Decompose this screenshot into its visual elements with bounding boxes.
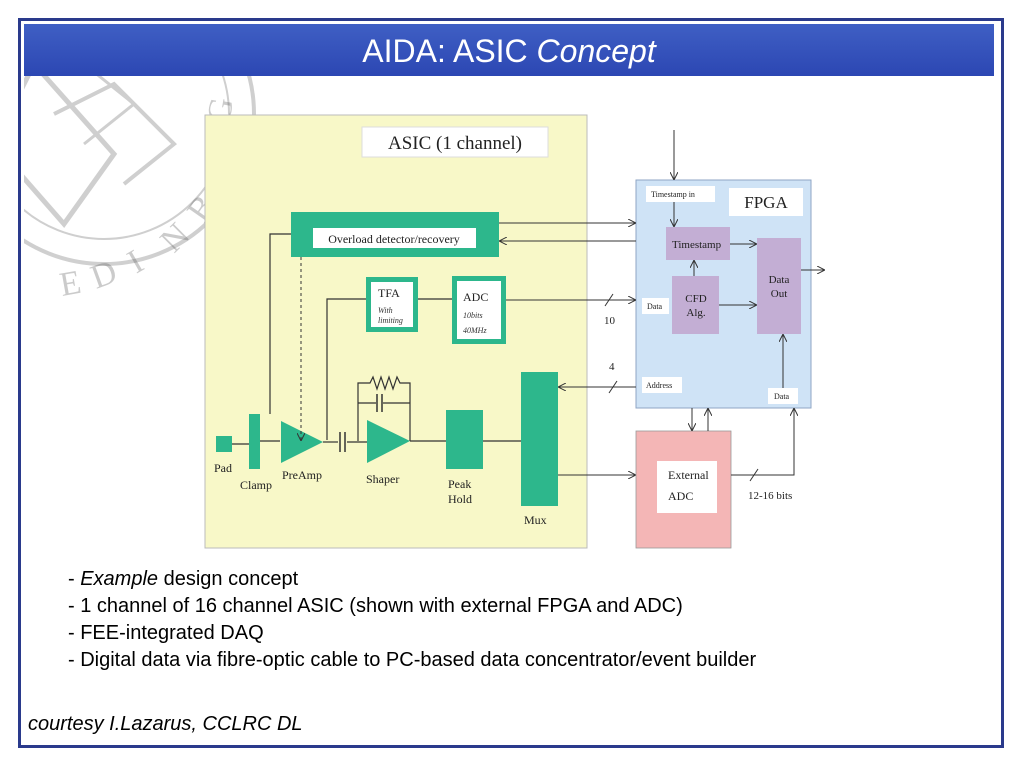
- shaper-label: Shaper: [366, 472, 399, 486]
- bullet-list: - Example design concept - 1 channel of …: [68, 566, 756, 674]
- fpga-label-box: [729, 188, 803, 216]
- mux-label: Mux: [524, 513, 547, 527]
- data-out-label-2: Out: [771, 288, 788, 300]
- fpga-data-bottom-box: [768, 388, 798, 404]
- tfa-label-box: [371, 282, 413, 327]
- title-italic: Concept: [536, 33, 656, 69]
- fpga-address-label: Address: [646, 381, 672, 390]
- adc-sub2: 40MHz: [463, 326, 487, 335]
- slide-title: AIDA: ASIC Concept: [24, 24, 994, 76]
- bullet-item: - Example design concept: [68, 568, 299, 590]
- cfd-label-1: CFD: [685, 293, 706, 305]
- fpga-label: FPGA: [744, 193, 788, 212]
- shaper-triangle: [367, 420, 410, 463]
- adc-label-box: [457, 281, 501, 339]
- bullet-item: - FEE-integrated DAQ: [68, 622, 264, 644]
- clamp-block: [249, 414, 260, 469]
- adc-sub1: 10bits: [463, 311, 483, 320]
- data-out-label-1: Data: [769, 274, 790, 286]
- bus-width-10: 10: [604, 315, 616, 327]
- cfd-label-2: Alg.: [686, 307, 706, 319]
- pad-block: [216, 436, 232, 452]
- bullet-italic: Example: [80, 568, 159, 590]
- ext-adc-to-fpga-wire: [731, 409, 794, 476]
- cfd-block: [672, 276, 719, 334]
- preamp-to-tfa-wire: [326, 298, 366, 440]
- title-bar: AIDA: ASIC Concept: [24, 24, 994, 76]
- timestamp-in-label: Timestamp in: [651, 190, 695, 199]
- credit-line: courtesy I.Lazarus, CCLRC DL: [28, 713, 303, 735]
- peak-hold-label-2: Hold: [448, 492, 472, 506]
- tfa-label: TFA: [378, 286, 400, 300]
- bullet-item: - Digital data via fibre-optic cable to …: [68, 649, 757, 671]
- asic-label-box: [361, 126, 549, 158]
- bullet-item: - 1 channel of 16 channel ASIC (shown wi…: [68, 595, 683, 617]
- peak-hold-block: [446, 410, 483, 469]
- seal-outer-ring: [24, 24, 256, 266]
- bus-width-4: 4: [609, 361, 615, 373]
- fpga-address-box: [642, 377, 682, 393]
- external-adc-label-1: External: [668, 468, 709, 482]
- external-adc-label-box: [657, 461, 717, 513]
- preamp-triangle: [281, 421, 323, 463]
- asic-label: ASIC (1 channel): [388, 133, 522, 154]
- fpga-data-in-label: Data: [647, 302, 663, 311]
- pad-label: Pad: [214, 461, 232, 475]
- external-adc-label-2: ADC: [668, 489, 693, 503]
- shaper-feedback-resistor: [357, 375, 411, 441]
- overload-label: Overload detector/recovery: [328, 232, 460, 246]
- timestamp-block: [666, 227, 730, 260]
- mux-block: [521, 372, 558, 506]
- preamp-label: PreAmp: [282, 468, 322, 482]
- tfa-sub2: limiting: [378, 316, 403, 325]
- timestamp-in-box: [646, 186, 715, 202]
- fpga-data-bottom-label: Data: [774, 392, 790, 401]
- clamp-label: Clamp: [240, 478, 272, 492]
- slide-frame: [18, 18, 1004, 748]
- ext-adc-bits-label: 12-16 bits: [748, 490, 792, 502]
- adc-label: ADC: [463, 290, 488, 304]
- tfa-sub1: With: [378, 306, 393, 315]
- clamp-to-overload-wire: [269, 233, 291, 414]
- overload-label-box: [313, 228, 476, 248]
- timestamp-label: Timestamp: [672, 239, 722, 251]
- peak-hold-label-1: Peak: [448, 477, 471, 491]
- title-main: AIDA: ASIC: [362, 33, 537, 69]
- data-out-block: [757, 238, 801, 334]
- fpga-data-in-box: [642, 298, 669, 314]
